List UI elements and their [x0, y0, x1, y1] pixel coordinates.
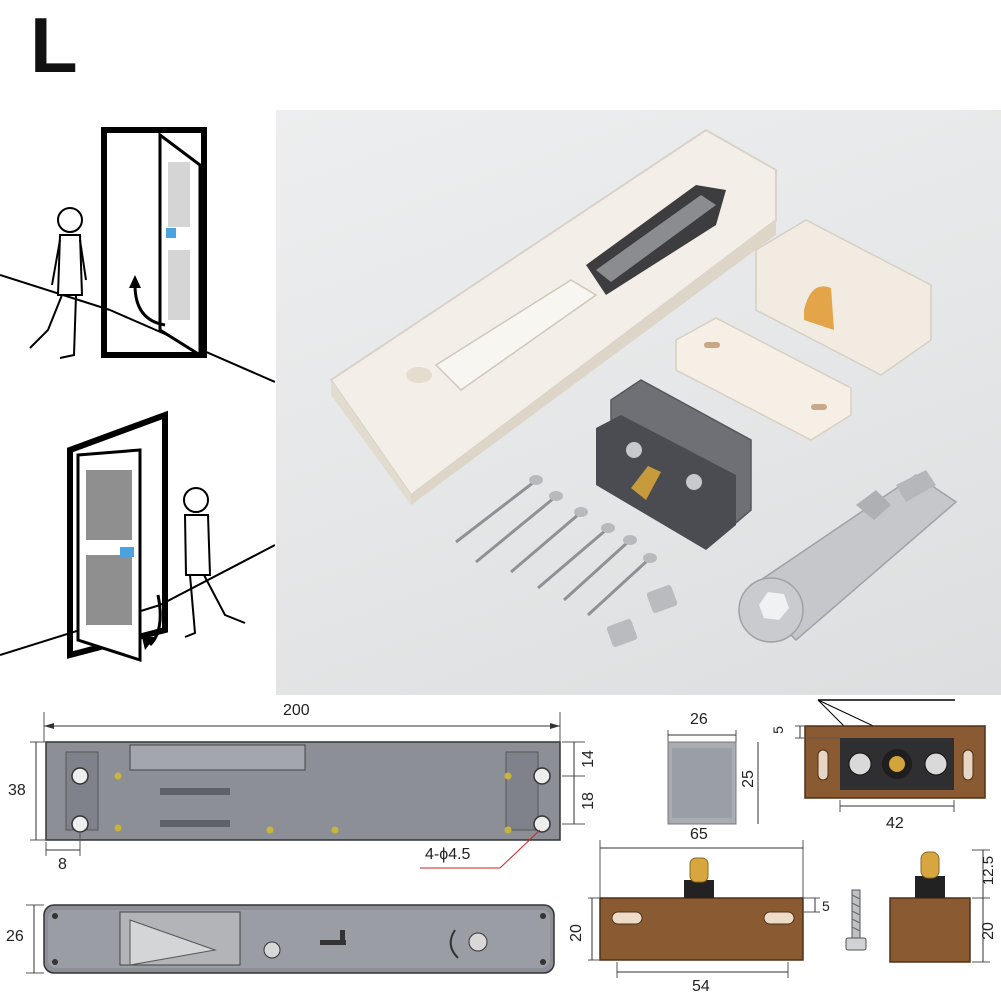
catch-end-view — [889, 849, 990, 963]
dim-bracket-height: 25 — [739, 770, 757, 788]
door-open-outward-illustration — [0, 410, 275, 663]
product-parts-render — [329, 128, 958, 647]
dim-holes: 4-ϕ4.5 — [425, 846, 471, 863]
catch-front-view — [795, 699, 986, 812]
dim-hole-spacing: 18 — [579, 792, 597, 810]
dim-bracket-width: 26 — [690, 711, 708, 728]
dim-side-thickness: 26 — [6, 928, 24, 945]
dim-catch-length: 65 — [690, 826, 708, 843]
product-photo — [276, 110, 1001, 695]
main-front-view — [30, 712, 585, 869]
side-view — [26, 904, 555, 974]
dim-slot-height: 14 — [579, 750, 597, 768]
dim-catch-gap: 5 — [822, 898, 830, 914]
dim-edge-offset: 8 — [58, 856, 67, 873]
dim-end-height: 20 — [979, 922, 997, 940]
dim-catch-offset: 5 — [769, 726, 786, 734]
dim-length: 200 — [283, 702, 310, 719]
screw-drawing — [845, 889, 867, 951]
dim-catch-base: 54 — [692, 978, 710, 995]
catch-side-view — [588, 840, 820, 978]
variant-label: L — [30, 1, 78, 89]
dim-height: 38 — [8, 782, 26, 799]
dim-catch-height: 20 — [567, 924, 585, 942]
door-open-inward-illustration — [0, 127, 275, 383]
dim-catch-width: 42 — [886, 815, 904, 832]
dim-pin-height: 12.5 — [980, 855, 998, 886]
